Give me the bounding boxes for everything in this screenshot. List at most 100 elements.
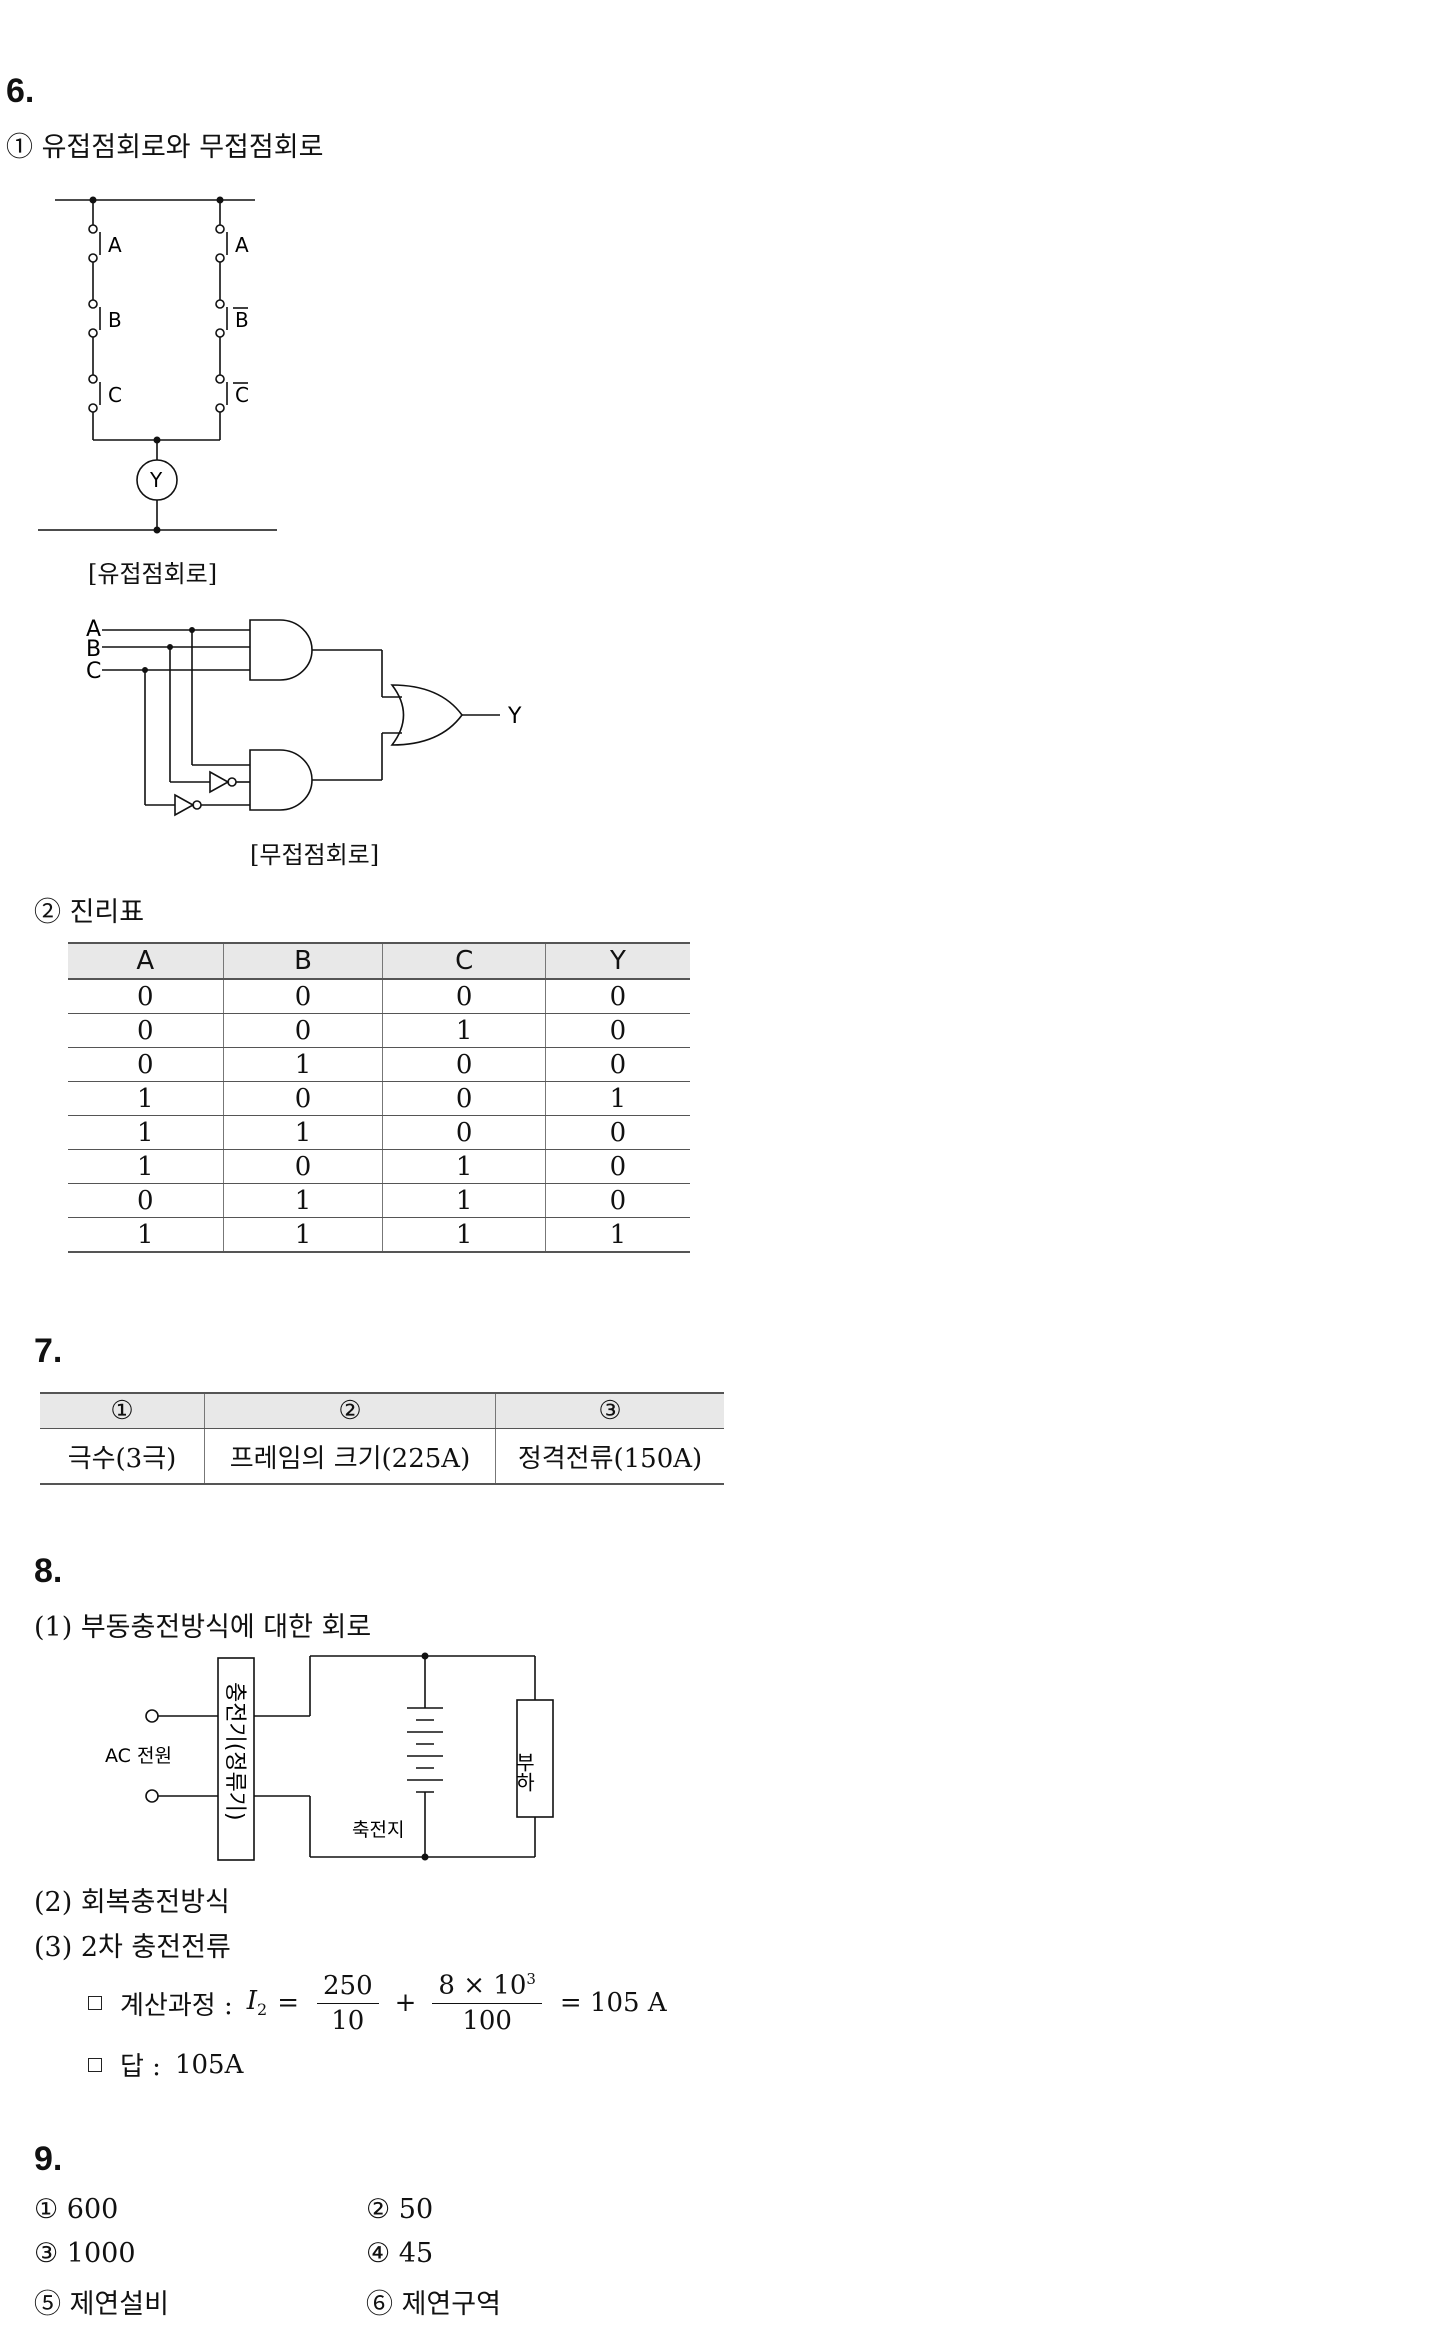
table-cell: 1 [544,1081,690,1116]
calc-line: 계산과정 : I2 = 250 10 + 8 × 103 100 = 105 A [88,1968,667,2038]
q6-subtitle-truth-table: ② 진리표 [34,897,145,928]
relay-label-a2: A [235,233,249,257]
answer-line: 답 : 105A [88,2046,243,2083]
table-cell: 0 [222,1081,384,1116]
truth-header-a: A [68,942,224,980]
logic-input-c: C [86,659,101,684]
table-cell: 1 [382,1013,546,1048]
calc-frac2-numerator: 8 × 103 [432,1970,542,2004]
question-8-number: 8. [34,1552,63,1590]
q8-subtitle-recovery: (2) 회복충전방식 [34,1887,230,1918]
breaker-table: ① ② ③ 극수(3극) 프레임의 크기(225A) 정격전류(150A) [40,1392,724,1485]
calc-fraction-1: 250 10 [316,1971,379,2036]
table-cell: 0 [544,979,690,1014]
question-7-number: 7. [34,1332,63,1370]
table-cell: 0 [544,1183,690,1218]
table-cell: 0 [544,1013,690,1048]
ac-source-label: AC 전원 [105,1745,172,1767]
table-cell: 0 [222,1013,384,1048]
q9-item-6: ⑥ 제연구역 [366,2289,501,2320]
relay-label-b: B [108,308,122,332]
table-cell: 0 [382,1047,546,1082]
table-cell: 1 [222,1217,384,1253]
table-row: 극수(3극) 프레임의 크기(225A) 정격전류(150A) [40,1428,724,1485]
q9-item-5: ⑤ 제연설비 [34,2289,169,2320]
q8-subtitle-secondary-current: (3) 2차 충전전류 [34,1932,231,1963]
relay-label-b-bar: B [235,308,249,332]
relay-label-c: C [108,383,122,407]
table-cell: 1 [68,1081,224,1116]
calc-frac2-denominator: 100 [462,2005,512,2036]
question-6-number: 6. [6,72,35,110]
relay-circuit-diagram: A B C A B C Y [38,196,277,534]
table-cell: 1 [222,1115,384,1150]
breaker-frame-size: 프레임의 크기(225A) [204,1428,496,1485]
table-cell: 0 [222,979,384,1014]
breaker-header-3: ③ [495,1392,724,1429]
table-cell: 0 [68,1013,224,1048]
calc-frac1-denominator: 10 [331,2005,365,2036]
logic-input-b: B [86,637,101,662]
table-cell: 0 [382,979,546,1014]
battery-label: 축전지 [352,1819,404,1841]
question-9-number: 9. [34,2140,63,2178]
charger-label: 충전기(정류기) [222,1682,247,1821]
logic-output-y: Y [507,704,522,729]
table-cell: 0 [382,1081,546,1116]
relay-label-a: A [108,233,122,257]
calc-equals: = [277,1988,299,2018]
breaker-header-1: ① [40,1392,205,1429]
truth-header-b: B [222,942,384,980]
truth-header-y: Y [544,942,690,980]
answer-label: 답 : [120,2052,161,2082]
table-cell: 0 [544,1115,690,1150]
table-cell: 1 [68,1115,224,1150]
q8-subtitle-circuit: (1) 부동충전방식에 대한 회로 [34,1612,372,1643]
table-cell: 0 [68,979,224,1014]
load-label: 부하 [512,1752,536,1792]
table-cell: 1 [382,1217,546,1253]
table-cell: 0 [68,1183,224,1218]
table-cell: 0 [222,1149,384,1184]
table-cell: 0 [382,1115,546,1150]
calc-fraction-2: 8 × 103 100 [432,1970,542,2036]
logic-circuit-caption: [무접점회로] [250,841,380,869]
logic-circuit-diagram: A B C Y [86,617,522,817]
table-cell: 1 [382,1149,546,1184]
calc-label: 계산과정 : [120,1990,233,2021]
truth-header-c: C [382,942,546,980]
calc-result: = 105 A [559,1988,667,2018]
table-cell: 1 [382,1183,546,1218]
table-cell: 0 [544,1047,690,1082]
calc-lhs: I2 [246,1986,268,2020]
table-cell: 1 [222,1183,384,1218]
table-cell: 0 [68,1047,224,1082]
q6-subtitle-circuits: ① 유접점회로와 무접점회로 [6,132,324,163]
calc-frac1-numerator: 250 [316,1971,379,2004]
table-cell: 1 [222,1047,384,1082]
float-charging-circuit: AC 전원 충전기(정류기) 축전지 부하 [105,1652,554,1861]
logic-input-a: A [86,617,101,642]
table-cell: 0 [544,1149,690,1184]
breaker-rated-current: 정격전류(150A) [495,1428,724,1485]
q9-item-2: ② 50 [366,2194,434,2225]
relay-output-y: Y [149,468,163,492]
q9-item-1: ① 600 [34,2194,119,2225]
table-cell: 1 [544,1217,690,1253]
breaker-header-2: ② [204,1392,496,1429]
calc-plus: + [394,1988,417,2018]
square-bullet-icon [88,1996,102,2010]
answer-value: 105A [174,2049,244,2080]
table-cell: 1 [68,1217,224,1253]
breaker-poles: 극수(3극) [40,1428,205,1485]
relay-label-c-bar: C [235,383,249,407]
relay-circuit-caption: [유접점회로] [88,560,218,588]
